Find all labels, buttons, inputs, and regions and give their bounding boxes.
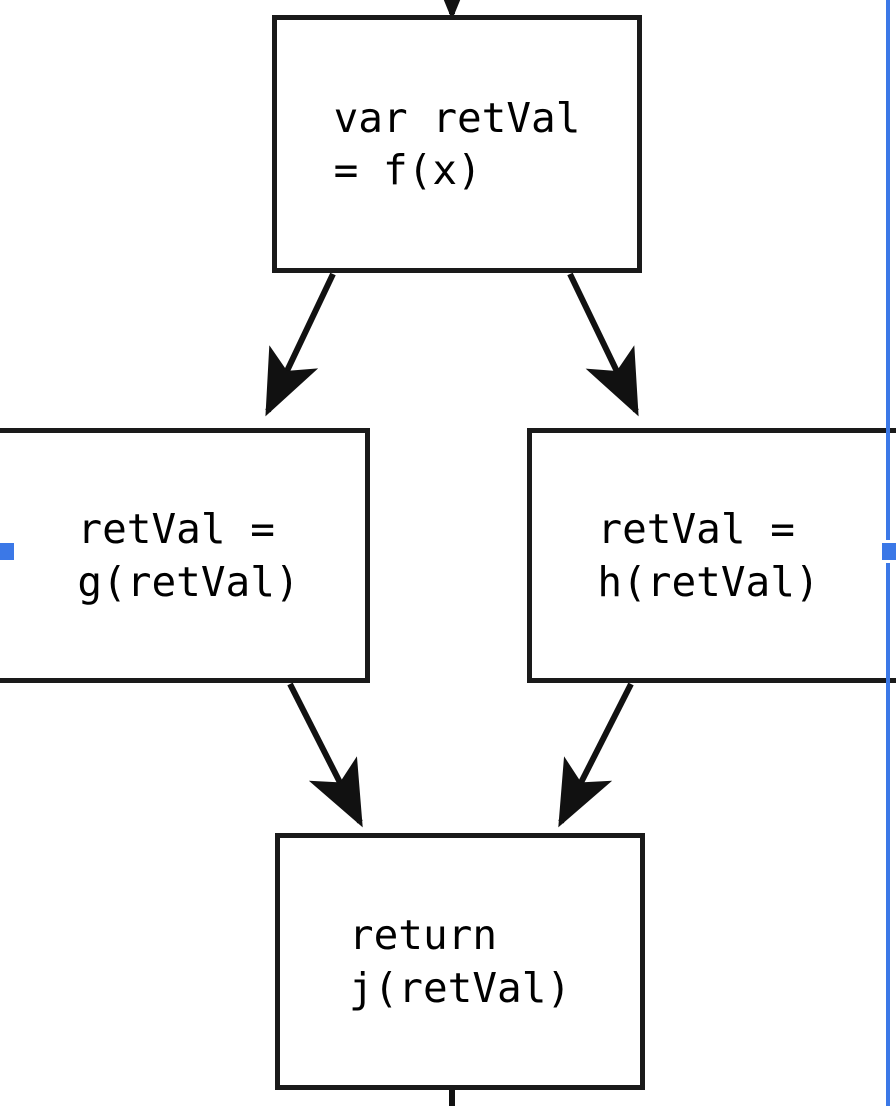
node-exit[interactable]: return j(retVal) xyxy=(275,833,645,1090)
node-entry[interactable]: var retVal = f(x) xyxy=(272,15,642,273)
edge-false-branch-to-exit xyxy=(558,682,634,828)
node-exit-label: return j(retVal) xyxy=(348,911,572,1012)
node-false-branch[interactable]: retVal = h(retVal) xyxy=(527,428,896,683)
resize-handle-right[interactable] xyxy=(879,540,896,563)
node-true-branch[interactable]: retVal = g(retVal) xyxy=(0,428,370,683)
edge-entry-to-true-branch xyxy=(265,272,336,417)
edge-entry-to-false-branch xyxy=(567,272,639,417)
node-entry-label: var retVal = f(x) xyxy=(333,93,581,194)
node-true-branch-label: retVal = g(retVal) xyxy=(77,505,300,606)
node-false-branch-label: retVal = h(retVal) xyxy=(597,505,820,606)
resize-handle-left[interactable] xyxy=(0,540,17,563)
edge-true-branch-to-exit xyxy=(287,682,363,828)
